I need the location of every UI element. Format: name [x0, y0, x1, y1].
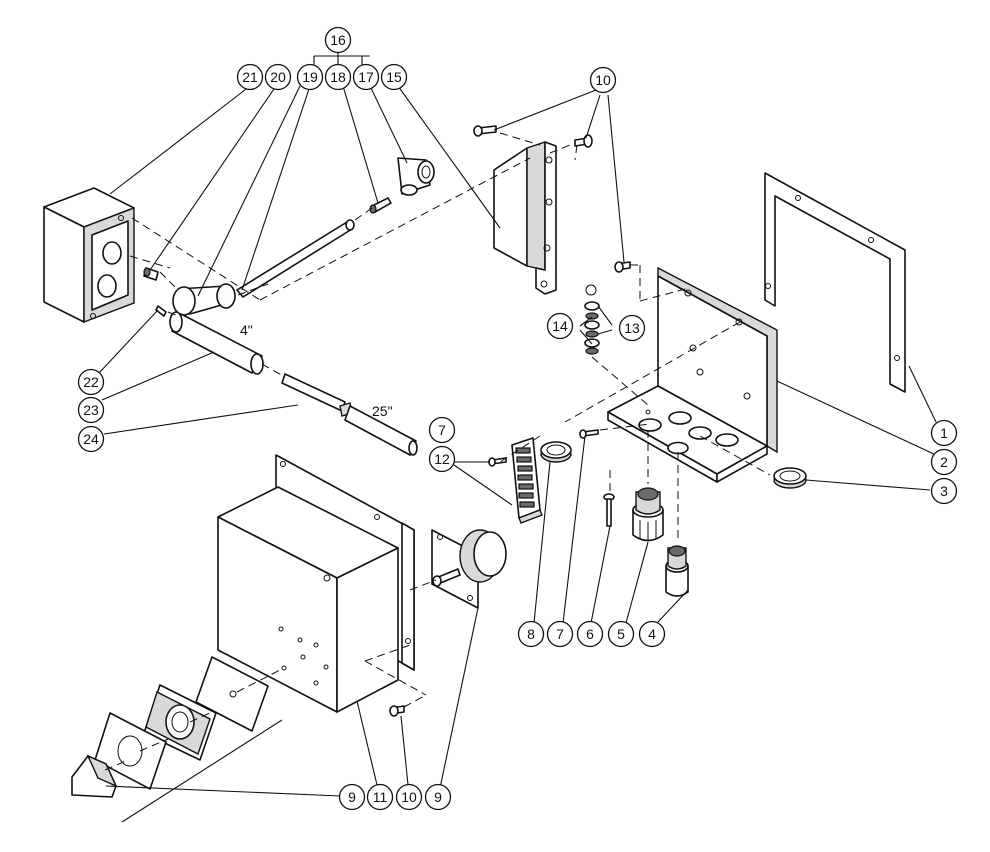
- large-cord-grip-part: [632, 487, 664, 542]
- svg-text:21: 21: [242, 69, 258, 85]
- lock-nut-part: [773, 467, 807, 489]
- svg-text:19: 19: [302, 69, 318, 85]
- nut-washer-stack-part: [584, 284, 600, 355]
- svg-text:5: 5: [617, 626, 625, 642]
- svg-text:6: 6: [586, 626, 594, 642]
- gasket-part: [764, 172, 906, 393]
- balloon-23: 23: [77, 396, 105, 424]
- swivel-fitting-part: [397, 157, 435, 196]
- balloon-10-top: 10: [589, 66, 617, 94]
- balloon-13: 13: [618, 314, 646, 342]
- svg-text:12: 12: [434, 451, 450, 467]
- svg-text:13: 13: [624, 320, 640, 336]
- bolt-part: [389, 125, 631, 717]
- svg-text:10: 10: [401, 789, 417, 805]
- svg-text:4: 4: [648, 626, 656, 642]
- balloon-6: 6: [576, 620, 604, 648]
- svg-text:16: 16: [330, 32, 346, 48]
- balloon-3: 3: [930, 477, 958, 505]
- assembly-centerlines: [104, 132, 771, 771]
- rotary-switch-part: [431, 529, 507, 609]
- balloon-1: 1: [930, 419, 958, 447]
- knob-assembly-part: [71, 656, 269, 798]
- svg-text:8: 8: [527, 626, 535, 642]
- balloon-9-lower: 9: [338, 783, 366, 811]
- junction-box-part: [43, 187, 135, 324]
- balloon-9-right: 9: [424, 783, 452, 811]
- svg-text:3: 3: [940, 483, 948, 499]
- long-rod-part: [281, 373, 418, 456]
- screw-part: [603, 493, 615, 527]
- pin-part: [155, 305, 167, 317]
- svg-text:20: 20: [270, 69, 286, 85]
- balloon-11: 11: [366, 783, 394, 811]
- balloon-2: 2: [930, 448, 958, 476]
- svg-text:10: 10: [595, 72, 611, 88]
- svg-text:14: 14: [552, 318, 568, 334]
- svg-text:9: 9: [348, 789, 356, 805]
- balloon-17: 17: [352, 63, 380, 91]
- balloon-18: 18: [324, 63, 352, 91]
- terminal-block-part: [511, 437, 543, 524]
- svg-text:2: 2: [940, 454, 948, 470]
- balloon-5: 5: [607, 620, 635, 648]
- balloon-10-bottom: 10: [395, 783, 423, 811]
- balloon-24: 24: [77, 425, 105, 453]
- balloon-19: 19: [296, 63, 324, 91]
- small-screw-part: [488, 429, 599, 467]
- balloon-7-lower: 7: [546, 620, 574, 648]
- balloon-7-upper: 7: [428, 416, 456, 444]
- enclosure-part: [217, 454, 415, 713]
- svg-text:17: 17: [358, 69, 374, 85]
- svg-text:18: 18: [330, 69, 346, 85]
- rod-bracket-part: [493, 141, 557, 295]
- svg-text:11: 11: [373, 789, 388, 805]
- svg-text:24: 24: [83, 431, 99, 447]
- elbow-fitting-part: [172, 283, 236, 316]
- balloon-12: 12: [428, 445, 456, 473]
- rod-length-label: 25": [372, 403, 393, 419]
- set-screw-part: [369, 197, 392, 214]
- svg-text:7: 7: [556, 626, 564, 642]
- svg-text:15: 15: [386, 69, 402, 85]
- balloon-20: 20: [264, 63, 292, 91]
- balloon-22: 22: [77, 368, 105, 396]
- tube-length-label: 4": [240, 322, 253, 338]
- small-fitting-part: [143, 267, 159, 281]
- balloon-15: 15: [380, 63, 408, 91]
- balloon-14: 14: [546, 312, 574, 340]
- rod-part: [236, 219, 355, 298]
- leader-lines: [98, 45, 937, 823]
- balloon-8: 8: [517, 620, 545, 648]
- tube-part: [169, 311, 264, 375]
- svg-text:22: 22: [83, 374, 99, 390]
- svg-text:1: 1: [940, 425, 948, 441]
- svg-text:7: 7: [438, 422, 446, 438]
- bushing-part: [540, 441, 572, 463]
- svg-text:23: 23: [83, 402, 99, 418]
- balloon-16: 16: [324, 26, 352, 54]
- balloon-21: 21: [236, 63, 264, 91]
- svg-text:9: 9: [434, 789, 442, 805]
- small-cord-grip-part: [665, 545, 689, 597]
- balloon-4: 4: [638, 620, 666, 648]
- mounting-bracket-part: [607, 266, 778, 483]
